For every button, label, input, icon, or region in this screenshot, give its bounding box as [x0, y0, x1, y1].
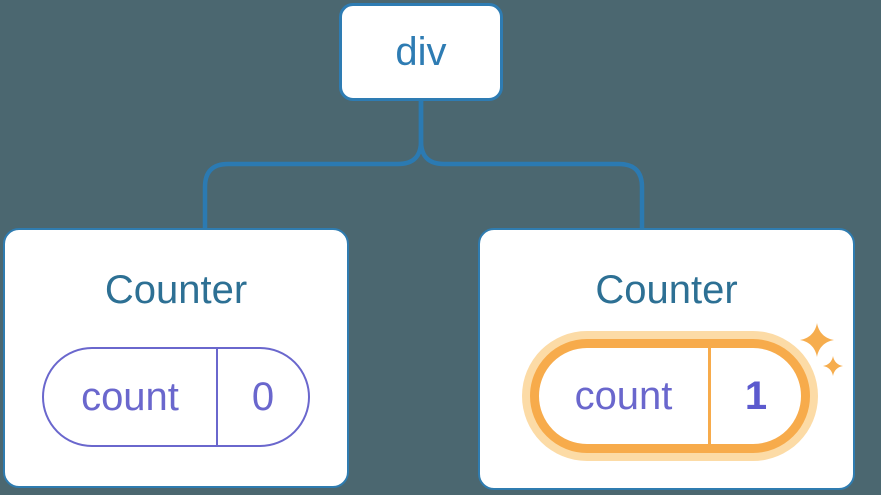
pill-divider [216, 349, 218, 445]
state-key: count [574, 373, 673, 418]
root-node-label: div [395, 29, 447, 74]
component-title: Counter [104, 268, 248, 312]
connector-right-branch [418, 99, 645, 229]
component-title: Counter [595, 268, 738, 312]
counter-card-right: Counter count 1 [478, 228, 855, 490]
pill-divider [708, 348, 711, 444]
counter-card-left: Counter count 0 [3, 228, 349, 488]
state-pill-highlighted: count 1 [530, 339, 810, 453]
sparkle-icon [800, 323, 843, 376]
state-value: 0 [251, 374, 275, 419]
state-pill: count 0 [42, 347, 310, 447]
state-value: 1 [744, 373, 768, 418]
root-node-div: div [339, 3, 503, 101]
state-key: count [81, 374, 179, 419]
connector-left-branch [202, 99, 424, 229]
